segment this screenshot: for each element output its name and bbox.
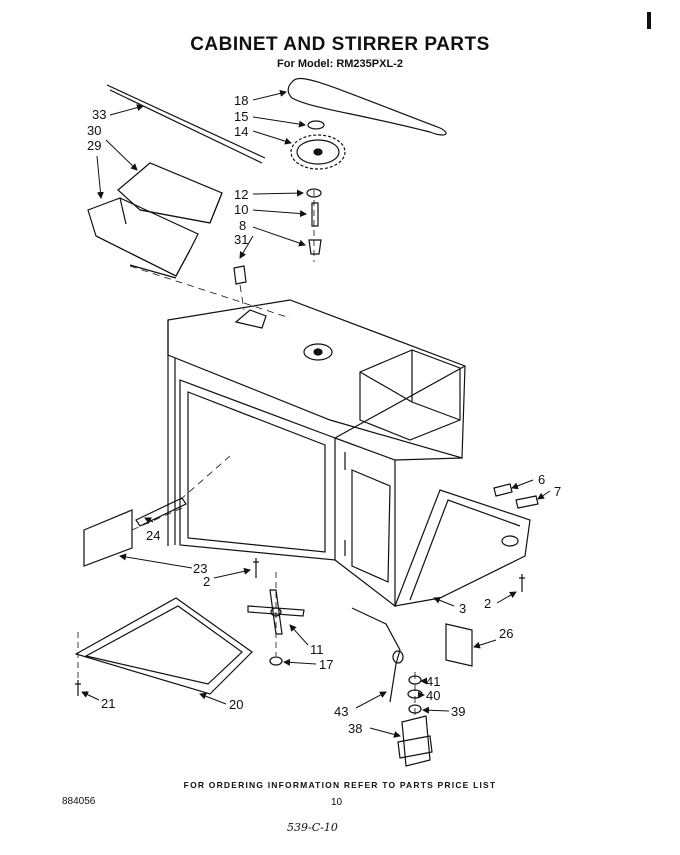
gasket-strip bbox=[106, 84, 266, 164]
callout-labels: 33 30 29 18 15 14 12 10 8 31 6 7 24 23 2… bbox=[87, 93, 561, 736]
cabinet-body bbox=[167, 299, 466, 608]
callout-18: 18 bbox=[234, 93, 248, 108]
nut-17 bbox=[269, 656, 283, 666]
stirrer-nut bbox=[307, 120, 325, 130]
callout-26: 26 bbox=[499, 626, 513, 641]
callout-40: 40 bbox=[426, 688, 440, 703]
callout-14: 14 bbox=[234, 124, 248, 139]
callout-29: 29 bbox=[87, 138, 101, 153]
alignment-lines bbox=[129, 265, 416, 718]
clip bbox=[233, 265, 247, 285]
fitting-6 bbox=[493, 483, 513, 497]
callout-15: 15 bbox=[234, 109, 248, 124]
callout-38: 38 bbox=[348, 721, 362, 736]
side-panel bbox=[83, 509, 133, 567]
page-number: 10 bbox=[331, 797, 343, 808]
leader-lines bbox=[81, 90, 551, 738]
model-subtitle: For Model: RM235PXL-2 bbox=[277, 58, 403, 70]
callout-41: 41 bbox=[426, 674, 440, 689]
corner-mark bbox=[647, 12, 651, 29]
stirrer-pulley bbox=[290, 134, 346, 170]
callout-8: 8 bbox=[239, 218, 246, 233]
callout-24: 24 bbox=[146, 528, 160, 543]
stirrer-shaft bbox=[311, 202, 319, 227]
cable-assembly bbox=[351, 607, 401, 703]
handwritten-note: 539-C-10 bbox=[287, 821, 338, 834]
callout-21: 21 bbox=[101, 696, 115, 711]
screw-left bbox=[253, 558, 259, 578]
callout-11: 11 bbox=[310, 642, 324, 657]
cover-26 bbox=[445, 623, 473, 667]
callout-39: 39 bbox=[451, 704, 465, 719]
callout-3: 3 bbox=[459, 601, 466, 616]
document-number: 884056 bbox=[62, 796, 96, 807]
callout-23: 23 bbox=[193, 561, 207, 576]
callout-6: 6 bbox=[538, 472, 545, 487]
hinge-bracket bbox=[135, 497, 187, 527]
callout-33: 33 bbox=[92, 107, 106, 122]
callout-7: 7 bbox=[554, 484, 561, 499]
callout-2-left: 2 bbox=[203, 574, 210, 589]
page-title: CABINET AND STIRRER PARTS bbox=[190, 34, 490, 55]
callout-10: 10 bbox=[234, 202, 248, 217]
cable-plug bbox=[392, 650, 404, 664]
screw-21 bbox=[75, 680, 81, 696]
ordering-info-note: FOR ORDERING INFORMATION REFER TO PARTS … bbox=[183, 780, 497, 790]
cabinet-base bbox=[394, 489, 531, 607]
stirrer-belt bbox=[287, 77, 447, 136]
callout-31: 31 bbox=[234, 232, 248, 247]
callout-20: 20 bbox=[229, 697, 243, 712]
screw-right bbox=[519, 574, 525, 592]
stirrer-motor bbox=[397, 715, 433, 767]
bottom-tray bbox=[74, 597, 253, 695]
callout-12: 12 bbox=[234, 187, 248, 202]
washer bbox=[306, 188, 322, 198]
callout-17: 17 bbox=[319, 657, 333, 672]
fitting-7 bbox=[515, 495, 539, 509]
callout-2-right: 2 bbox=[484, 596, 491, 611]
part-drawings bbox=[74, 77, 539, 767]
stirrer-bearing bbox=[308, 239, 322, 255]
callout-30: 30 bbox=[87, 123, 101, 138]
callout-43: 43 bbox=[334, 704, 348, 719]
air-duct-assembly bbox=[87, 162, 223, 279]
